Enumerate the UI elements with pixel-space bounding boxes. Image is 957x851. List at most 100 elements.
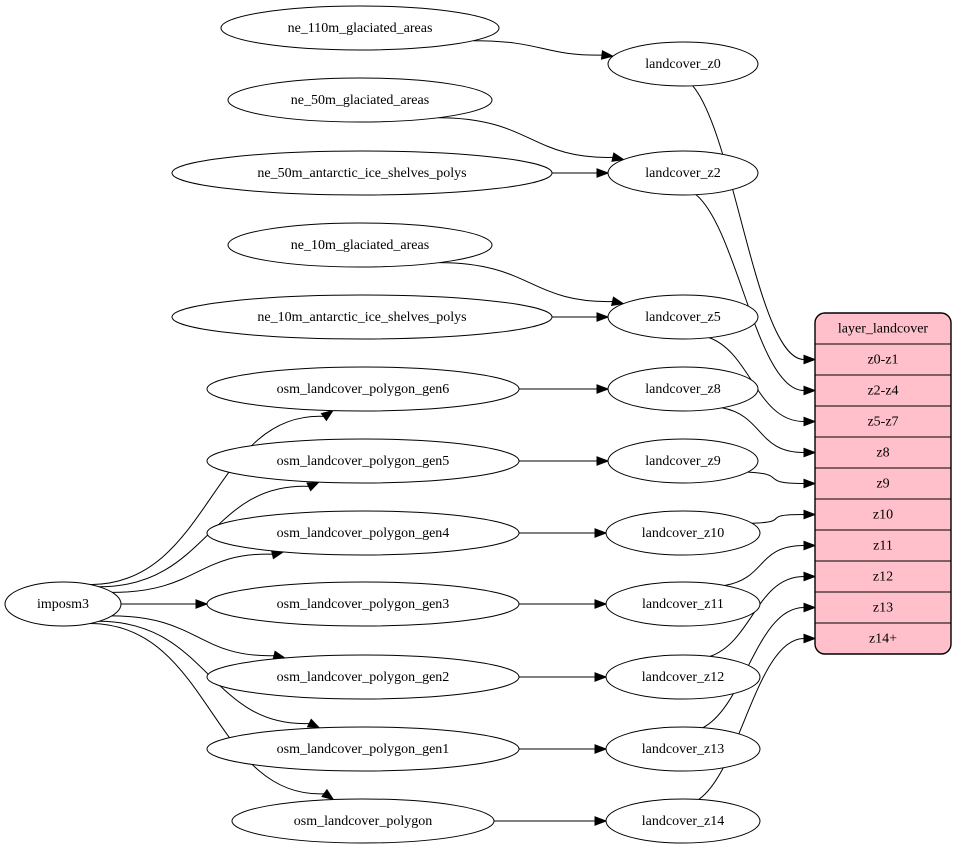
table-row[interactable]: z11	[873, 539, 893, 554]
edge-ne_50m_antarctic_ice_shelves_polys-to-landcover_z2	[552, 168, 610, 178]
node-landcover_z12[interactable]: landcover_z12	[605, 654, 761, 700]
edge-imposm3-to-osm_landcover_polygon_gen2	[111, 615, 287, 661]
arrow-head-icon	[803, 509, 817, 520]
node-landcover_z2[interactable]: landcover_z2	[607, 150, 759, 196]
node-label: landcover_z11	[642, 597, 724, 612]
node-osm_landcover_polygon_gen5[interactable]: osm_landcover_polygon_gen5	[206, 438, 520, 484]
table-row[interactable]: z12	[873, 570, 893, 585]
node-label: landcover_z2	[645, 166, 720, 181]
edge-osm_landcover_polygon_gen3-to-landcover_z11	[519, 599, 608, 609]
arrow-head-icon	[596, 456, 610, 466]
node-label: osm_landcover_polygon_gen2	[277, 670, 450, 685]
edge-ne_10m_antarctic_ice_shelves_polys-to-landcover_z5	[552, 312, 610, 322]
arrow-head-icon	[306, 481, 321, 492]
node-osm_landcover_polygon_gen3[interactable]: osm_landcover_polygon_gen3	[206, 581, 520, 627]
arrow-head-icon	[596, 168, 610, 178]
node-label: landcover_z13	[642, 742, 724, 757]
node-landcover_z8[interactable]: landcover_z8	[607, 366, 759, 412]
edge-landcover_z9-to-z9	[747, 471, 817, 489]
table-row-label: z5-z7	[867, 415, 898, 430]
edge-landcover_z14-to-z14+	[698, 633, 817, 800]
edge-landcover_z11-to-z11	[724, 540, 817, 586]
node-label: ne_10m_antarctic_ice_shelves_polys	[257, 310, 466, 325]
arrow-head-icon	[803, 447, 817, 458]
node-label: ne_110m_glaciated_areas	[288, 21, 433, 36]
edges-layer	[89, 40, 817, 826]
node-ne_110m_glaciated_areas[interactable]: ne_110m_glaciated_areas	[220, 5, 500, 51]
node-label: osm_landcover_polygon	[294, 814, 432, 829]
node-osm_landcover_polygon[interactable]: osm_landcover_polygon	[231, 798, 495, 844]
table-row-label: z8	[876, 446, 889, 461]
table-row-label: z11	[873, 539, 893, 554]
table-row[interactable]: z5-z7	[867, 415, 898, 430]
node-label: landcover_z9	[645, 454, 720, 469]
node-osm_landcover_polygon_gen2[interactable]: osm_landcover_polygon_gen2	[206, 654, 520, 700]
node-label: landcover_z8	[645, 382, 720, 397]
node-label: landcover_z0	[645, 57, 720, 72]
arrow-head-icon	[803, 416, 817, 427]
node-osm_landcover_polygon_gen1[interactable]: osm_landcover_polygon_gen1	[206, 726, 520, 772]
node-label: osm_landcover_polygon_gen3	[277, 597, 450, 612]
arrow-head-icon	[803, 385, 817, 396]
node-ne_50m_glaciated_areas[interactable]: ne_50m_glaciated_areas	[227, 77, 493, 123]
node-ne_10m_glaciated_areas[interactable]: ne_10m_glaciated_areas	[227, 222, 493, 268]
node-label: osm_landcover_polygon_gen6	[277, 382, 450, 397]
edge-imposm3-to-osm_landcover_polygon	[89, 623, 335, 801]
table-row-label: z9	[876, 477, 889, 492]
edge-ne_110m_glaciated_areas-to-landcover_z0	[473, 40, 615, 60]
table-row[interactable]: z10	[873, 508, 893, 523]
node-landcover_z0[interactable]: landcover_z0	[607, 41, 759, 87]
node-label: landcover_z5	[645, 310, 720, 325]
edge-osm_landcover_polygon_gen5-to-landcover_z9	[519, 456, 610, 466]
node-imposm3[interactable]: imposm3	[4, 581, 122, 627]
table-row-label: z12	[873, 570, 893, 585]
node-label: osm_landcover_polygon_gen1	[277, 742, 450, 757]
arrow-head-icon	[803, 571, 817, 582]
table-row-label: z2-z4	[867, 384, 898, 399]
node-ne_50m_antarctic_ice_shelves_polys[interactable]: ne_50m_antarctic_ice_shelves_polys	[171, 150, 553, 196]
arrow-head-icon	[803, 478, 817, 489]
arrow-head-icon	[611, 152, 625, 162]
table-row[interactable]: z0-z1	[867, 353, 898, 368]
node-label: ne_50m_glaciated_areas	[291, 93, 429, 108]
table-row-label: z14+	[869, 632, 897, 647]
table-row[interactable]: z14+	[869, 632, 897, 647]
node-osm_landcover_polygon_gen4[interactable]: osm_landcover_polygon_gen4	[206, 510, 520, 556]
node-label: ne_10m_glaciated_areas	[291, 238, 429, 253]
arrow-head-icon	[594, 816, 608, 826]
node-ne_10m_antarctic_ice_shelves_polys[interactable]: ne_10m_antarctic_ice_shelves_polys	[171, 294, 553, 340]
table-row[interactable]: z9	[876, 477, 889, 492]
edge-ne_10m_glaciated_areas-to-landcover_z5	[438, 262, 625, 306]
arrow-head-icon	[596, 384, 610, 394]
arrow-head-icon	[600, 50, 615, 60]
arrow-head-icon	[594, 672, 608, 682]
arrow-head-icon	[803, 354, 817, 365]
arrow-head-icon	[594, 744, 608, 754]
arrow-head-icon	[594, 599, 608, 609]
arrow-head-icon	[803, 602, 817, 613]
edge-osm_landcover_polygon-to-landcover_z14	[494, 816, 608, 826]
nodes-layer: imposm3 ne_110m_glaciated_areas ne_50m_gla…	[4, 5, 761, 844]
node-label: ne_50m_antarctic_ice_shelves_polys	[257, 166, 466, 181]
node-landcover_z13[interactable]: landcover_z13	[605, 726, 761, 772]
node-landcover_z5[interactable]: landcover_z5	[607, 294, 759, 340]
node-landcover_z10[interactable]: landcover_z10	[605, 510, 761, 556]
edge-landcover_z2-to-z2-z4	[695, 194, 817, 396]
arrow-head-icon	[306, 718, 321, 729]
node-label: landcover_z12	[642, 670, 724, 685]
node-osm_landcover_polygon_gen6[interactable]: osm_landcover_polygon_gen6	[206, 366, 520, 412]
node-landcover_z14[interactable]: landcover_z14	[605, 798, 761, 844]
edge-osm_landcover_polygon_gen4-to-landcover_z10	[519, 528, 608, 538]
node-landcover_z9[interactable]: landcover_z9	[607, 438, 759, 484]
table-row[interactable]: z2-z4	[867, 384, 898, 399]
arrow-head-icon	[321, 788, 335, 801]
table-row[interactable]: z13	[873, 601, 893, 616]
edge-imposm3-to-osm_landcover_polygon_gen6	[90, 409, 335, 586]
node-label: imposm3	[37, 597, 89, 612]
node-landcover_z11[interactable]: landcover_z11	[605, 581, 761, 627]
node-label: landcover_z10	[642, 526, 724, 541]
arrow-head-icon	[803, 633, 817, 644]
table-row[interactable]: z8	[876, 446, 889, 461]
edge-landcover_z8-to-z8	[721, 407, 817, 458]
